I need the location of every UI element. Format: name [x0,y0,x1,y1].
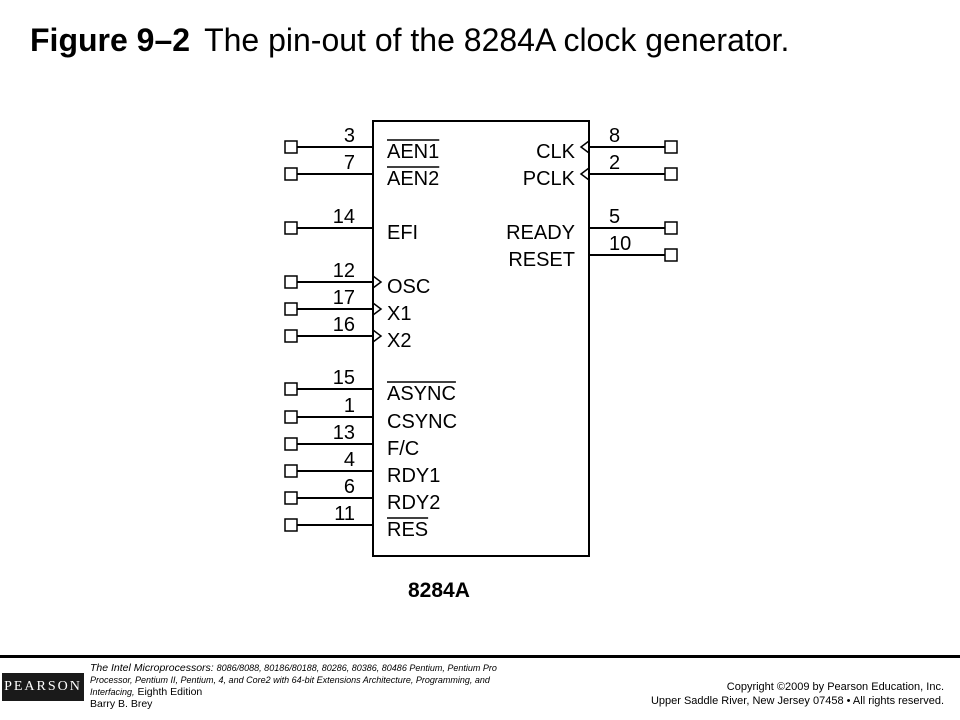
book-title: The Intel Microprocessors: [90,662,214,674]
footer-divider [0,655,960,658]
pin-number-async: 15 [333,367,355,389]
pin-label-aen1: AEN1 [387,141,439,163]
figure-caption: The pin-out of the 8284A clock generator… [204,22,790,58]
clock-input-marker-osc [372,275,383,289]
copyright-line-1: Copyright ©2009 by Pearson Education, In… [726,681,944,693]
pin-terminal-csync [284,410,298,424]
clock-output-marker-pclk [579,167,590,181]
pin-number-reset: 10 [609,233,631,255]
pin-terminal-f-c [284,437,298,451]
pin-terminal-rdy2 [284,491,298,505]
pin-label-clk: CLK [536,141,576,163]
pin-number-ready: 5 [609,206,620,228]
pin-terminal-reset [664,248,678,262]
pin-number-pclk: 2 [609,152,620,174]
pin-number-aen1: 3 [344,125,355,147]
copyright-notice: Copyright ©2009 by Pearson Education, In… [651,680,944,708]
pin-terminal-rdy1 [284,464,298,478]
pin-terminal-res [284,518,298,532]
pin-number-rdy2: 6 [344,476,355,498]
pin-terminal-osc [284,275,298,289]
copyright-line-2: Upper Saddle River, New Jersey 07458 • A… [650,695,944,707]
pin-number-efi: 14 [333,206,355,228]
book-edition: Eighth Edition [137,686,203,698]
pin-number-res: 11 [334,503,355,525]
pin-number-x1: 17 [333,287,355,309]
chip-pinout-diagram: 8284A 3AEN17AEN214EFI12OSC17X116X215ASYN… [284,120,678,602]
book-author: Barry B. Brey [90,698,153,710]
chip-part-name: 8284A [408,579,470,602]
pin-number-f-c: 13 [333,422,355,444]
pin-number-rdy1: 4 [344,449,355,471]
pin-number-osc: 12 [333,260,355,282]
pin-label-rdy2: RDY2 [387,492,440,514]
pin-label-async: ASYNC [387,383,456,405]
pin-terminal-pclk [664,167,678,181]
slide-title: Figure 9–2 The pin-out of the 8284A clock… [30,20,789,60]
pin-number-csync: 1 [344,395,355,417]
pin-number-x2: 16 [333,314,355,336]
pin-label-aen2: AEN2 [387,168,439,190]
clock-output-marker-clk [579,140,590,154]
pin-number-clk: 8 [609,125,620,147]
pin-label-res: RES [387,519,428,541]
book-citation: The Intel Microprocessors: 8086/8088, 80… [90,662,530,710]
pin-label-csync: CSYNC [387,411,457,433]
pin-terminal-ready [664,221,678,235]
pin-label-rdy1: RDY1 [387,465,440,487]
pin-label-x2: X2 [387,330,411,352]
book-subtitle: 8086/8088, 80186/80188, 80286, 80386, 80… [90,663,497,697]
pin-label-x1: X1 [387,303,411,325]
pin-terminal-x2 [284,329,298,343]
clock-input-marker-x1 [372,302,383,316]
pin-terminal-clk [664,140,678,154]
pin-label-f-c: F/C [387,438,419,460]
pearson-logo: PEARSON [2,673,84,701]
chip-body [372,120,590,557]
pin-label-reset: RESET [508,249,575,271]
pin-label-ready: READY [506,222,575,244]
pin-label-efi: EFI [387,222,418,244]
pin-number-aen2: 7 [344,152,355,174]
pin-label-pclk: PCLK [523,168,576,190]
pin-terminal-async [284,382,298,396]
pin-terminal-x1 [284,302,298,316]
figure-number: Figure 9–2 [30,22,191,58]
pin-terminal-efi [284,221,298,235]
clock-input-marker-x2 [372,329,383,343]
pin-terminal-aen2 [284,167,298,181]
pin-label-osc: OSC [387,276,430,298]
pin-terminal-aen1 [284,140,298,154]
